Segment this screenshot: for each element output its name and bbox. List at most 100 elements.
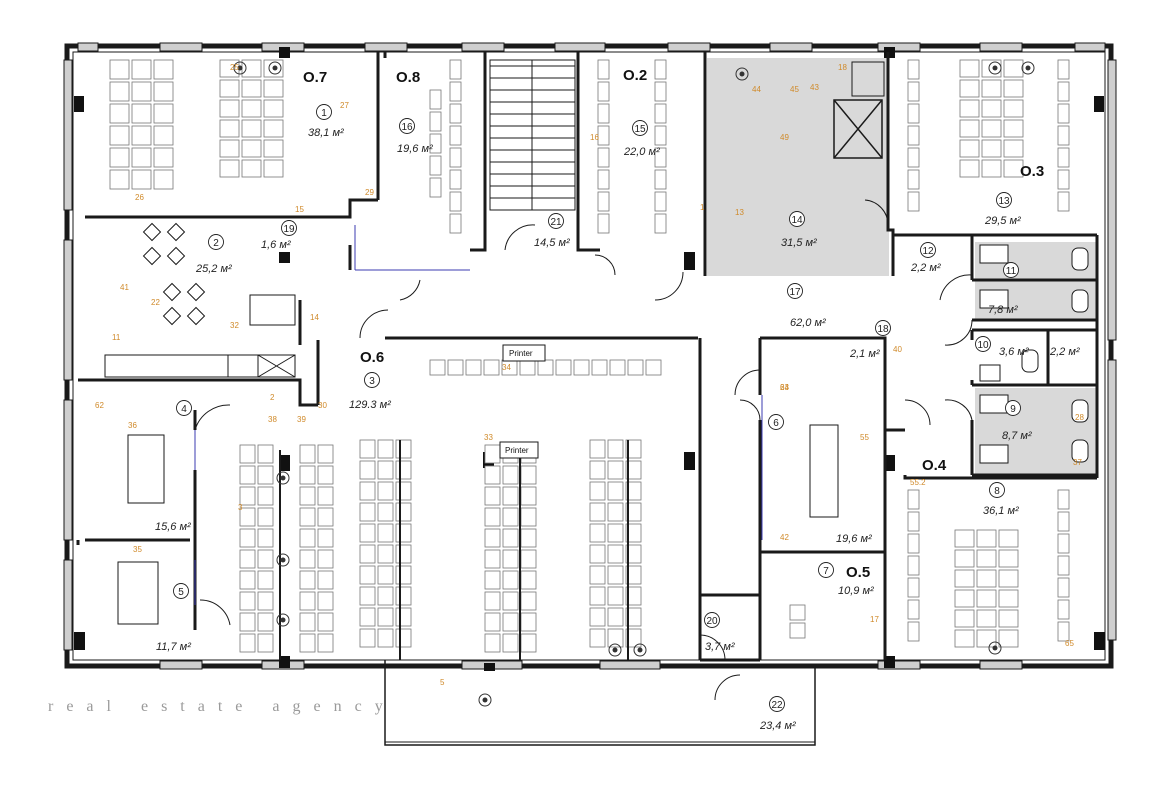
room-area: 19,6 м² [397, 143, 433, 155]
svg-text:36: 36 [128, 421, 137, 430]
room-number: 10 [977, 340, 989, 351]
room-number: 12 [922, 246, 934, 257]
doors [194, 199, 973, 701]
svg-text:14: 14 [310, 313, 319, 322]
room-number: 17 [789, 287, 801, 298]
room-number: 3 [369, 376, 375, 387]
room-number: 20 [706, 616, 718, 627]
room-area: 2,2 м² [1049, 346, 1080, 358]
svg-text:1: 1 [700, 203, 705, 212]
room-number: 7 [823, 566, 829, 577]
room-area: 2,2 м² [910, 262, 941, 274]
zone-label: O.7 [303, 69, 327, 86]
zone-labels: O.7 O.8 O.2 O.3 O.6 O.4 O.5 [303, 67, 1044, 581]
room-number-circles [173, 104, 1021, 712]
room-area: 10,9 м² [838, 585, 874, 597]
room-number: 9 [1010, 404, 1016, 415]
svg-text:26: 26 [135, 193, 144, 202]
svg-text:30: 30 [318, 401, 327, 410]
room-number: 8 [994, 486, 1000, 497]
room-area: 11,7 м² [156, 641, 191, 653]
svg-text:49: 49 [780, 133, 789, 142]
svg-text:34: 34 [502, 363, 511, 372]
svg-text:38: 38 [268, 415, 277, 424]
svg-text:44: 44 [752, 85, 761, 94]
svg-text:24: 24 [780, 383, 789, 392]
svg-text:35: 35 [133, 545, 142, 554]
room-area: 23,4 м² [759, 720, 796, 732]
interior-walls [76, 52, 1099, 662]
room-number: 2 [213, 238, 219, 249]
toilets [979, 244, 1089, 464]
room-number: 4 [181, 404, 187, 415]
room-number: 13 [998, 196, 1010, 207]
zone-label: O.2 [623, 67, 647, 84]
svg-text:13: 13 [735, 208, 744, 217]
svg-text:45: 45 [790, 85, 799, 94]
room-area: 25,2 м² [195, 263, 232, 275]
staircase [489, 59, 576, 211]
svg-text:28: 28 [1075, 413, 1084, 422]
svg-text:41: 41 [120, 283, 129, 292]
room-number: 5 [178, 587, 184, 598]
room-area: 129.3 м² [349, 399, 391, 411]
room-number: 19 [283, 224, 295, 235]
elevator [833, 61, 885, 159]
room-area: 29,5 м² [984, 215, 1021, 227]
svg-text:55: 55 [860, 433, 869, 442]
room-area: 36,1 м² [983, 505, 1019, 517]
room-number: 21 [550, 217, 562, 228]
kitchen-counter [104, 354, 296, 378]
furniture-tags: 25272629151462303635383933342463205555.2… [95, 63, 1084, 687]
zone-label: O.8 [396, 69, 420, 86]
round-tables [142, 222, 206, 326]
svg-text:32: 32 [230, 321, 239, 330]
plants [233, 61, 1035, 707]
room-area: 14,5 м² [534, 237, 570, 249]
room-area: 19,6 м² [836, 533, 872, 545]
room-areas: 38,1 м² 25,2 м² 129.3 м² 15,6 м² 11,7 м²… [155, 127, 1080, 732]
svg-text:62: 62 [95, 401, 104, 410]
room-numbers: 1 2 3 4 5 6 7 8 9 10 11 12 13 14 15 16 1… [178, 108, 1016, 711]
shaded-areas [707, 58, 1097, 474]
svg-text:17: 17 [870, 615, 879, 624]
room-area: 2,1 м² [849, 348, 880, 360]
svg-text:65: 65 [1065, 639, 1074, 648]
svg-text:2: 2 [270, 393, 275, 402]
svg-text:25: 25 [230, 63, 239, 72]
room-area: 7,8 м² [988, 304, 1018, 316]
room-number: 22 [771, 700, 783, 711]
glass-partitions [194, 225, 763, 605]
room-number: 1 [321, 108, 327, 119]
svg-text:63: 63 [780, 383, 789, 392]
room-area: 3,6 м² [999, 346, 1029, 358]
watermark-text: real estate agency [48, 698, 396, 715]
room-number: 16 [401, 122, 413, 133]
room-number: 15 [634, 124, 646, 135]
zone-label: O.5 [846, 564, 870, 581]
svg-text:11: 11 [112, 333, 121, 342]
svg-text:18: 18 [838, 63, 847, 72]
svg-text:29: 29 [365, 188, 374, 197]
zone-label: O.4 [922, 457, 947, 474]
svg-text:15: 15 [295, 205, 304, 214]
svg-text:5: 5 [440, 678, 445, 687]
room-area: 15,6 м² [155, 521, 191, 533]
svg-text:39: 39 [297, 415, 306, 424]
zone-label: O.6 [360, 349, 384, 366]
room-area: 3,7 м² [705, 641, 735, 653]
svg-text:22: 22 [151, 298, 160, 307]
svg-text:16: 16 [590, 133, 599, 142]
svg-text:27: 27 [340, 101, 349, 110]
room-number: 18 [877, 324, 889, 335]
svg-text:37: 37 [1073, 458, 1082, 467]
printer-label: Printer [509, 349, 533, 358]
room-area: 22,0 м² [623, 146, 660, 158]
workstations [109, 59, 1070, 660]
room-area: 62,0 м² [790, 317, 826, 329]
room-number: 11 [1006, 266, 1017, 277]
room-area: 31,5 м² [781, 237, 817, 249]
printer-label: Printer [505, 446, 529, 455]
svg-text:42: 42 [780, 533, 789, 542]
